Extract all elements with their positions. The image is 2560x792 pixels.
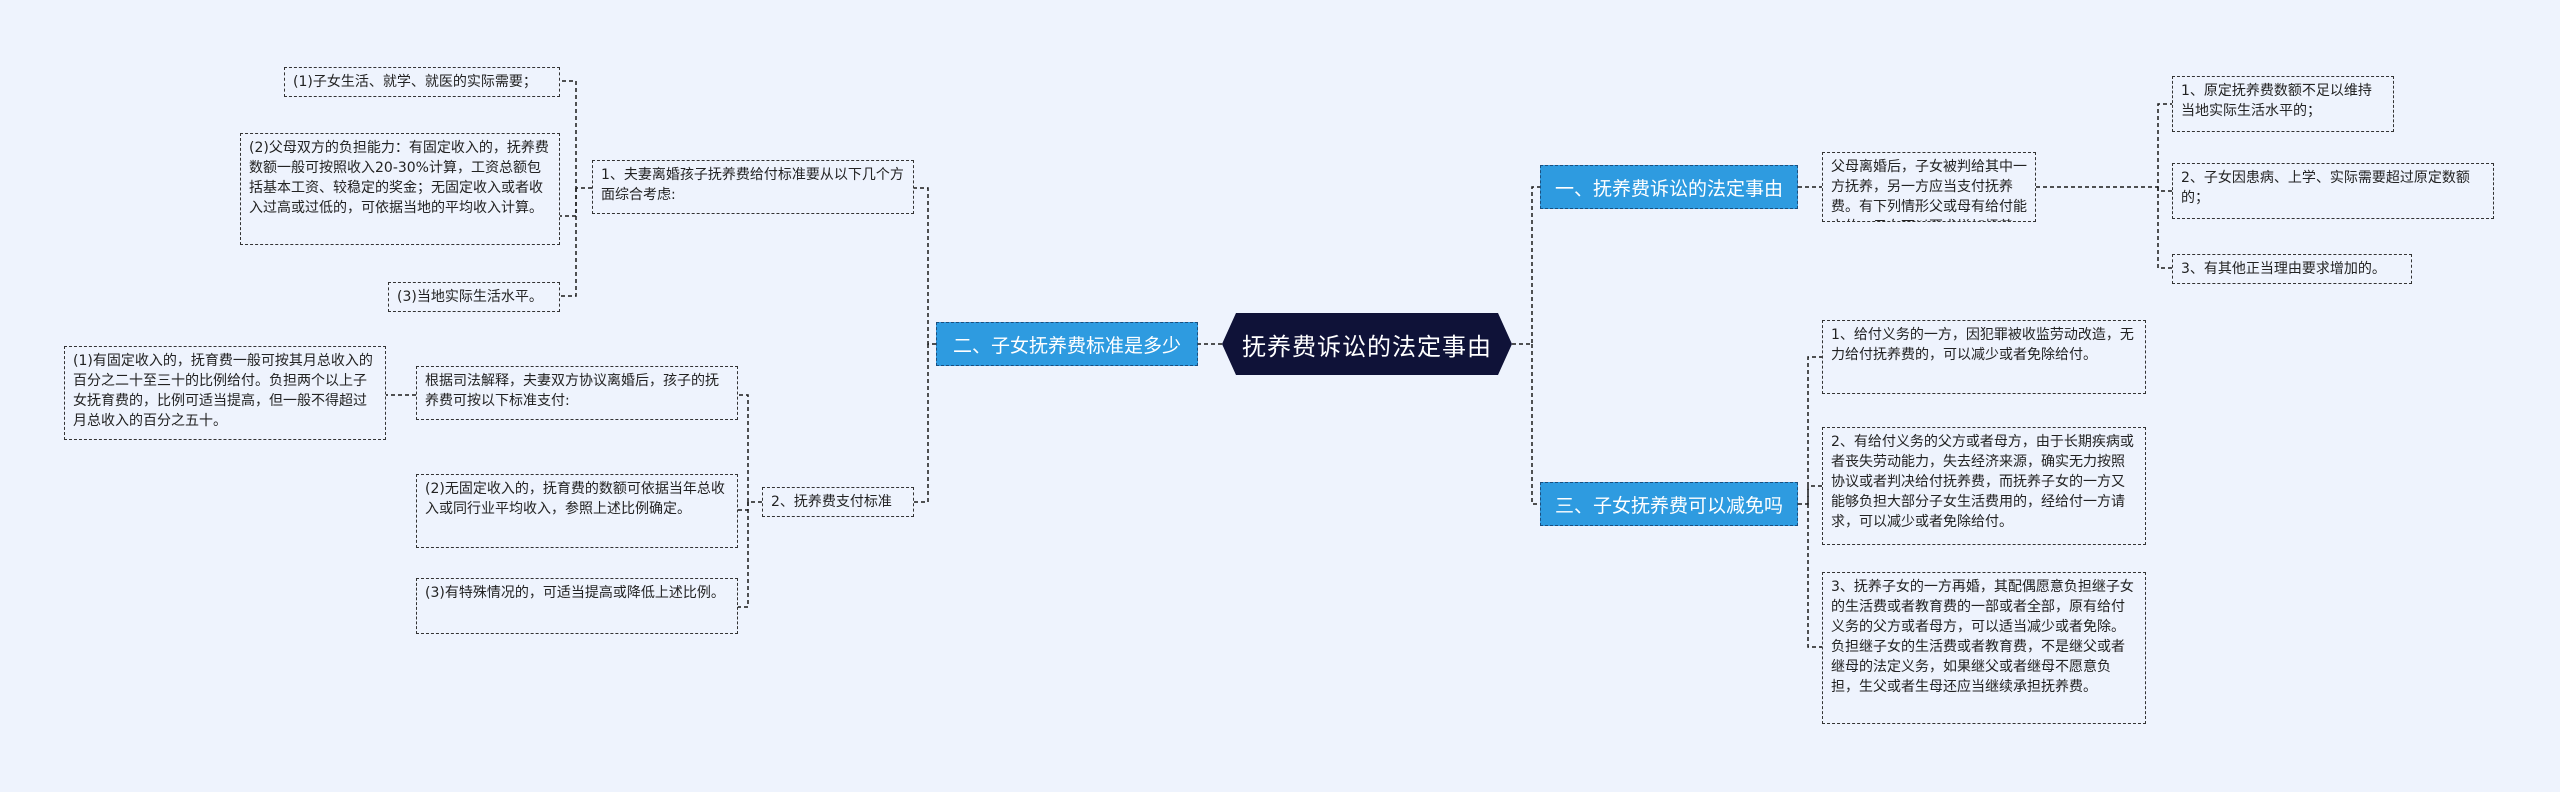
payment-fixed-income[interactable]: (1)有固定收入的，抚育费一般可按其月总收入的百分之二十至三十的比例给付。负担两…: [64, 346, 386, 440]
standard-considerations[interactable]: 1、夫妻离婚孩子抚养费给付标准要从以下几个方面综合考虑:: [592, 160, 914, 214]
payment-standard[interactable]: 2、抚养费支付标准: [762, 487, 914, 517]
consideration-item-3[interactable]: (3)当地实际生活水平。: [388, 282, 560, 312]
legal-grounds-item-3[interactable]: 3、有其他正当理由要求增加的。: [2172, 254, 2412, 284]
payment-standard-intro[interactable]: 根据司法解释，夫妻双方协议离婚后，孩子的抚养费可按以下标准支付:: [416, 366, 738, 420]
reduce-exempt-item-2[interactable]: 2、有给付义务的父方或者母方，由于长期疾病或者丧失劳动能力，失去经济来源，确实无…: [1822, 427, 2146, 545]
branch-reduce-exempt[interactable]: 三、子女抚养费可以减免吗: [1540, 482, 1798, 526]
root-topic[interactable]: 抚养费诉讼的法定事由: [1222, 313, 1512, 375]
legal-grounds-item-2[interactable]: 2、子女因患病、上学、实际需要超过原定数额的；: [2172, 163, 2494, 219]
root-title: 抚养费诉讼的法定事由: [1242, 332, 1492, 361]
branch-standard-label: 二、子女抚养费标准是多少: [952, 334, 1181, 357]
legal-grounds-item-1[interactable]: 1、原定抚养费数额不足以维持当地实际生活水平的；: [2172, 76, 2394, 132]
consideration-item-2[interactable]: (2)父母双方的负担能力：有固定收入的，抚养费数额一般可按照收入20-30%计算…: [240, 133, 560, 245]
branch-reduce-exempt-label: 三、子女抚养费可以减免吗: [1554, 494, 1783, 517]
reduce-exempt-item-1[interactable]: 1、给付义务的一方，因犯罪被收监劳动改造，无力给付抚养费的，可以减少或者免除给付…: [1822, 320, 2146, 394]
payment-no-fixed-income[interactable]: (2)无固定收入的，抚育费的数额可依据当年总收入或同行业平均收入，参照上述比例确…: [416, 474, 738, 548]
branch-standard[interactable]: 二、子女抚养费标准是多少: [936, 322, 1198, 366]
branch-legal-grounds[interactable]: 一、抚养费诉讼的法定事由: [1540, 165, 1798, 209]
consideration-item-1[interactable]: (1)子女生活、就学、就医的实际需要；: [284, 67, 560, 97]
payment-special-cases[interactable]: (3)有特殊情况的，可适当提高或降低上述比例。: [416, 578, 738, 634]
reduce-exempt-item-3[interactable]: 3、抚养子女的一方再婚，其配偶愿意负担继子女的生活费或者教育费的一部或者全部，原…: [1822, 572, 2146, 724]
legal-grounds-intro[interactable]: 父母离婚后，子女被判给其中一方抚养，另一方应当支付抚养费。有下列情形父或母有给付…: [1822, 152, 2036, 222]
branch-legal-grounds-label: 一、抚养费诉讼的法定事由: [1554, 177, 1783, 200]
